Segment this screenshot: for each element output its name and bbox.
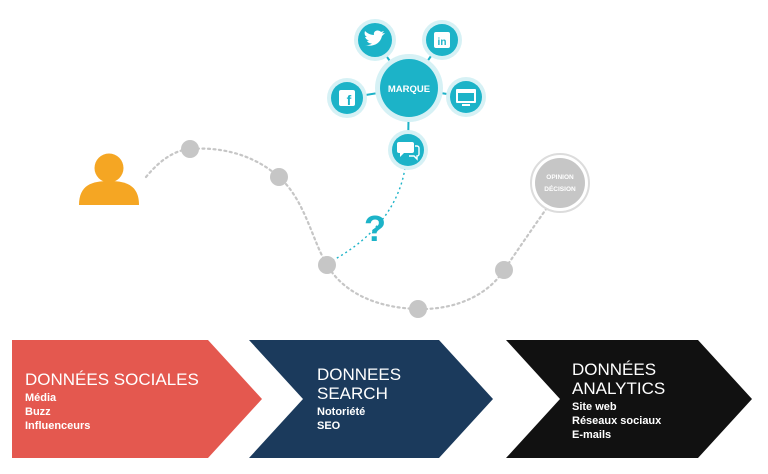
step-item: E-mails xyxy=(572,429,612,441)
step-item: Site web xyxy=(572,401,617,413)
step-item: SEO xyxy=(317,420,341,432)
journey-diagram: OPINION DÉCISION ? in f xyxy=(79,19,590,318)
step-item: Notoriété xyxy=(317,406,366,418)
chevron-shape xyxy=(12,340,262,458)
chevron-shape xyxy=(506,340,752,458)
hub-label: MARQUE xyxy=(388,84,430,95)
step-analytics: DONNÉES ANALYTICS Site web Réseaux socia… xyxy=(506,340,752,458)
twitter-icon xyxy=(354,19,396,61)
website-icon xyxy=(446,77,486,117)
path-node xyxy=(270,168,288,186)
facebook-icon: f xyxy=(327,78,367,118)
step-title: DONNÉES SOCIALES xyxy=(25,370,199,389)
svg-text:f: f xyxy=(347,92,352,108)
step-item: Réseaux sociaux xyxy=(572,415,662,427)
step-title: DONNÉES ANALYTICS xyxy=(572,360,666,398)
decision-line2: DÉCISION xyxy=(544,184,576,193)
path-node xyxy=(181,140,199,158)
svg-text:in: in xyxy=(438,37,447,48)
journey-path xyxy=(144,147,562,311)
linkedin-icon: in xyxy=(422,20,462,60)
step-title: DONNEES SEARCH xyxy=(317,365,402,403)
step-search: DONNEES SEARCH Notoriété SEO xyxy=(249,340,493,458)
step-item: Influenceurs xyxy=(25,420,91,432)
decision-node: OPINION DÉCISION xyxy=(530,153,590,213)
hub-link-line xyxy=(329,167,406,263)
user-icon xyxy=(79,153,139,205)
path-node xyxy=(409,300,427,318)
brand-hub: MARQUE xyxy=(375,54,443,122)
step-item: Média xyxy=(25,392,57,404)
path-node xyxy=(318,256,336,274)
question-mark: ? xyxy=(364,208,386,249)
chevron-shape xyxy=(249,340,493,458)
decision-line1: OPINION xyxy=(546,174,574,181)
chat-icon xyxy=(388,130,428,170)
path-node xyxy=(495,261,513,279)
step-item: Buzz xyxy=(25,406,51,418)
step-social: DONNÉES SOCIALES Média Buzz Influenceurs xyxy=(12,340,262,458)
